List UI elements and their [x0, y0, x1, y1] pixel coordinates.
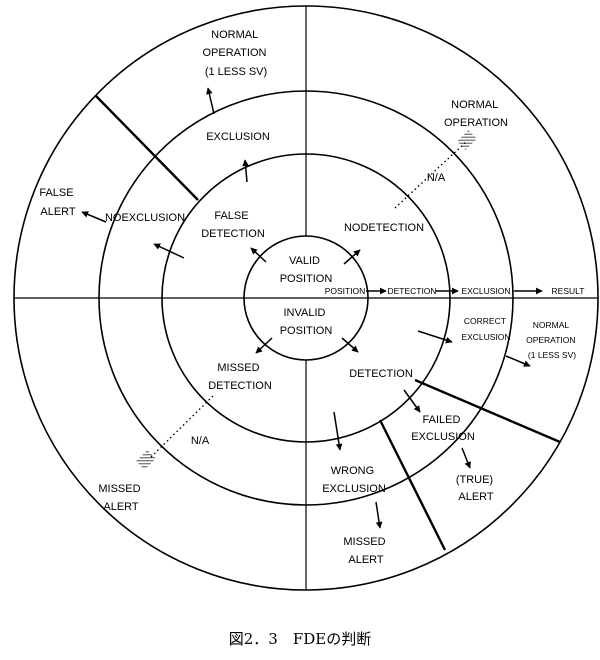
- missed-alert-left-label: MISSED ALERT: [98, 483, 143, 513]
- detection-label: DETECTION: [349, 368, 413, 380]
- axis-exclusion-label: EXCLUSION: [461, 286, 510, 296]
- na-hatch-bottom: [136, 450, 156, 470]
- normal-operation-top-label: NORMAL OPERATION (1 LESS SV): [202, 29, 269, 78]
- arrow-to-false-alert: [81, 211, 107, 223]
- arrow-to-failed-exclusion: [403, 389, 421, 413]
- axis-detection-label: DETECTION: [387, 286, 436, 296]
- arrow-to-exclusion: [242, 159, 249, 183]
- na-hatch-top: [457, 130, 477, 150]
- arrow-to-detection: [341, 337, 359, 353]
- normal-operation-right-label: NORMAL OPERATION: [444, 99, 508, 129]
- arrow-to-normal-operation-right: [505, 355, 531, 367]
- arrow-to-noexclusion-from-false-detection: [153, 243, 185, 259]
- arrow-to-false-detection: [250, 247, 267, 263]
- arrow-to-correct-exclusion: [417, 330, 453, 344]
- exclusion-top-label: EXCLUSION: [206, 131, 270, 143]
- wrong-exclusion-label: WRONG EXCLUSION: [322, 465, 386, 495]
- missed-detection-label: MISSED DETECTION: [208, 362, 272, 392]
- failed-exclusion-label: FAILED EXCLUSION: [411, 414, 475, 443]
- na-dotted-line-bottom: [149, 395, 214, 459]
- correct-exclusion-label: CORRECT EXCLUSION: [461, 316, 510, 342]
- normal-operation-right-1sv-label: NORMAL OPERATION (1 LESS SV): [526, 320, 578, 360]
- missed-alert-bottom-label: MISSED ALERT: [343, 536, 388, 566]
- axis-result-label: RESULT: [552, 286, 585, 296]
- true-alert-label: (TRUE) ALERT: [456, 474, 496, 503]
- noexclusion-label: NOEXCLUSION: [105, 212, 185, 224]
- na-bottom-label: N/A: [191, 435, 210, 447]
- arrow-to-wrong-exclusion: [333, 411, 343, 451]
- sector-divider-lower-mid: [378, 419, 447, 551]
- axis-position-label: POSITION: [325, 286, 366, 296]
- valid-position-label: VALID POSITION: [280, 255, 333, 285]
- arrow-to-true-alert: [461, 447, 471, 469]
- na-top-label: N/A: [427, 172, 446, 184]
- invalid-position-label: INVALID POSITION: [280, 307, 333, 337]
- arrow-to-nodetection: [343, 249, 361, 265]
- arrow-to-missed-detection: [255, 337, 273, 354]
- figure-caption: 図2．3 FDEの判断: [228, 630, 372, 648]
- sector-divider-lower-right: [414, 378, 561, 444]
- arrow-to-missed-alert-bottom: [375, 501, 383, 529]
- false-detection-label: FALSE DETECTION: [201, 210, 265, 240]
- false-alert-label: FALSE ALERT: [39, 187, 76, 218]
- fde-decision-diagram: NORMAL OPERATION (1 LESS SV) EXCLUSION F…: [13, 5, 599, 591]
- arrow-to-normal-operation-top: [206, 87, 215, 115]
- nodetection-label: NODETECTION: [344, 222, 424, 234]
- sector-divider-top-left: [95, 95, 199, 201]
